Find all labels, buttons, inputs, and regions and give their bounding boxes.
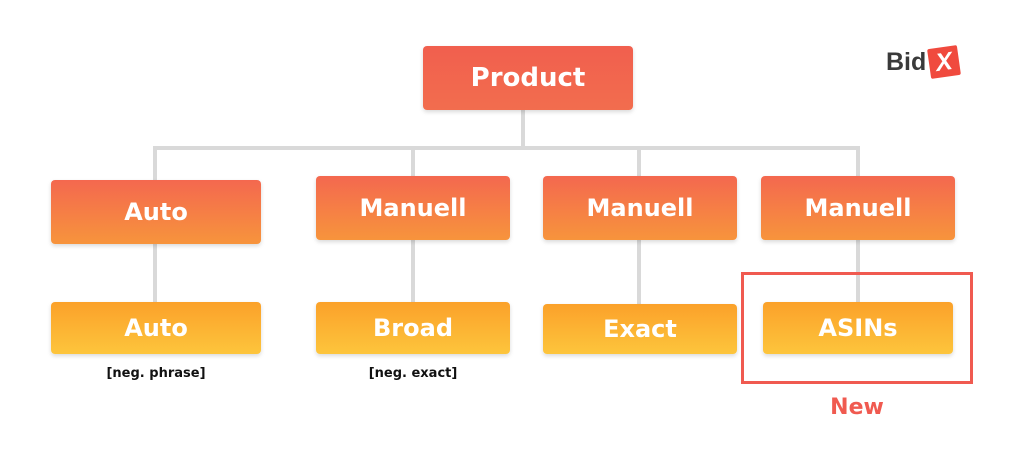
- bidx-logo: Bid X: [886, 45, 962, 79]
- branch-2-type-node: Manuell: [316, 176, 510, 240]
- connector-root-down: [521, 110, 525, 148]
- branch-1-leaf-node: Auto: [51, 302, 261, 354]
- new-highlight-box: [741, 272, 973, 384]
- connector-branch-4-leaf: [856, 240, 860, 302]
- connector-horizontal: [153, 146, 860, 150]
- connector-branch-1-leaf: [153, 244, 157, 302]
- branch-4-type-node: Manuell: [761, 176, 955, 240]
- connector-branch-2-leaf: [411, 240, 415, 302]
- root-node: Product: [423, 46, 633, 110]
- branch-1-type-node: Auto: [51, 180, 261, 244]
- branch-3-type-node: Manuell: [543, 176, 737, 240]
- branch-4-leaf-node: ASINs: [763, 302, 953, 354]
- connector-branch-3-down: [637, 146, 641, 176]
- new-label: New: [830, 395, 884, 420]
- branch-2-leaf-node: Broad: [316, 302, 510, 354]
- branch-1-note: [neg. phrase]: [106, 366, 206, 381]
- connector-branch-4-down: [856, 146, 860, 176]
- connector-branch-3-leaf: [637, 240, 641, 304]
- branch-2-note: [neg. exact]: [368, 366, 458, 381]
- branch-3-leaf-node: Exact: [543, 304, 737, 354]
- connector-branch-1-down: [153, 146, 157, 180]
- connector-branch-2-down: [411, 146, 415, 176]
- logo-mark: X: [927, 45, 962, 79]
- logo-text: Bid: [886, 47, 927, 76]
